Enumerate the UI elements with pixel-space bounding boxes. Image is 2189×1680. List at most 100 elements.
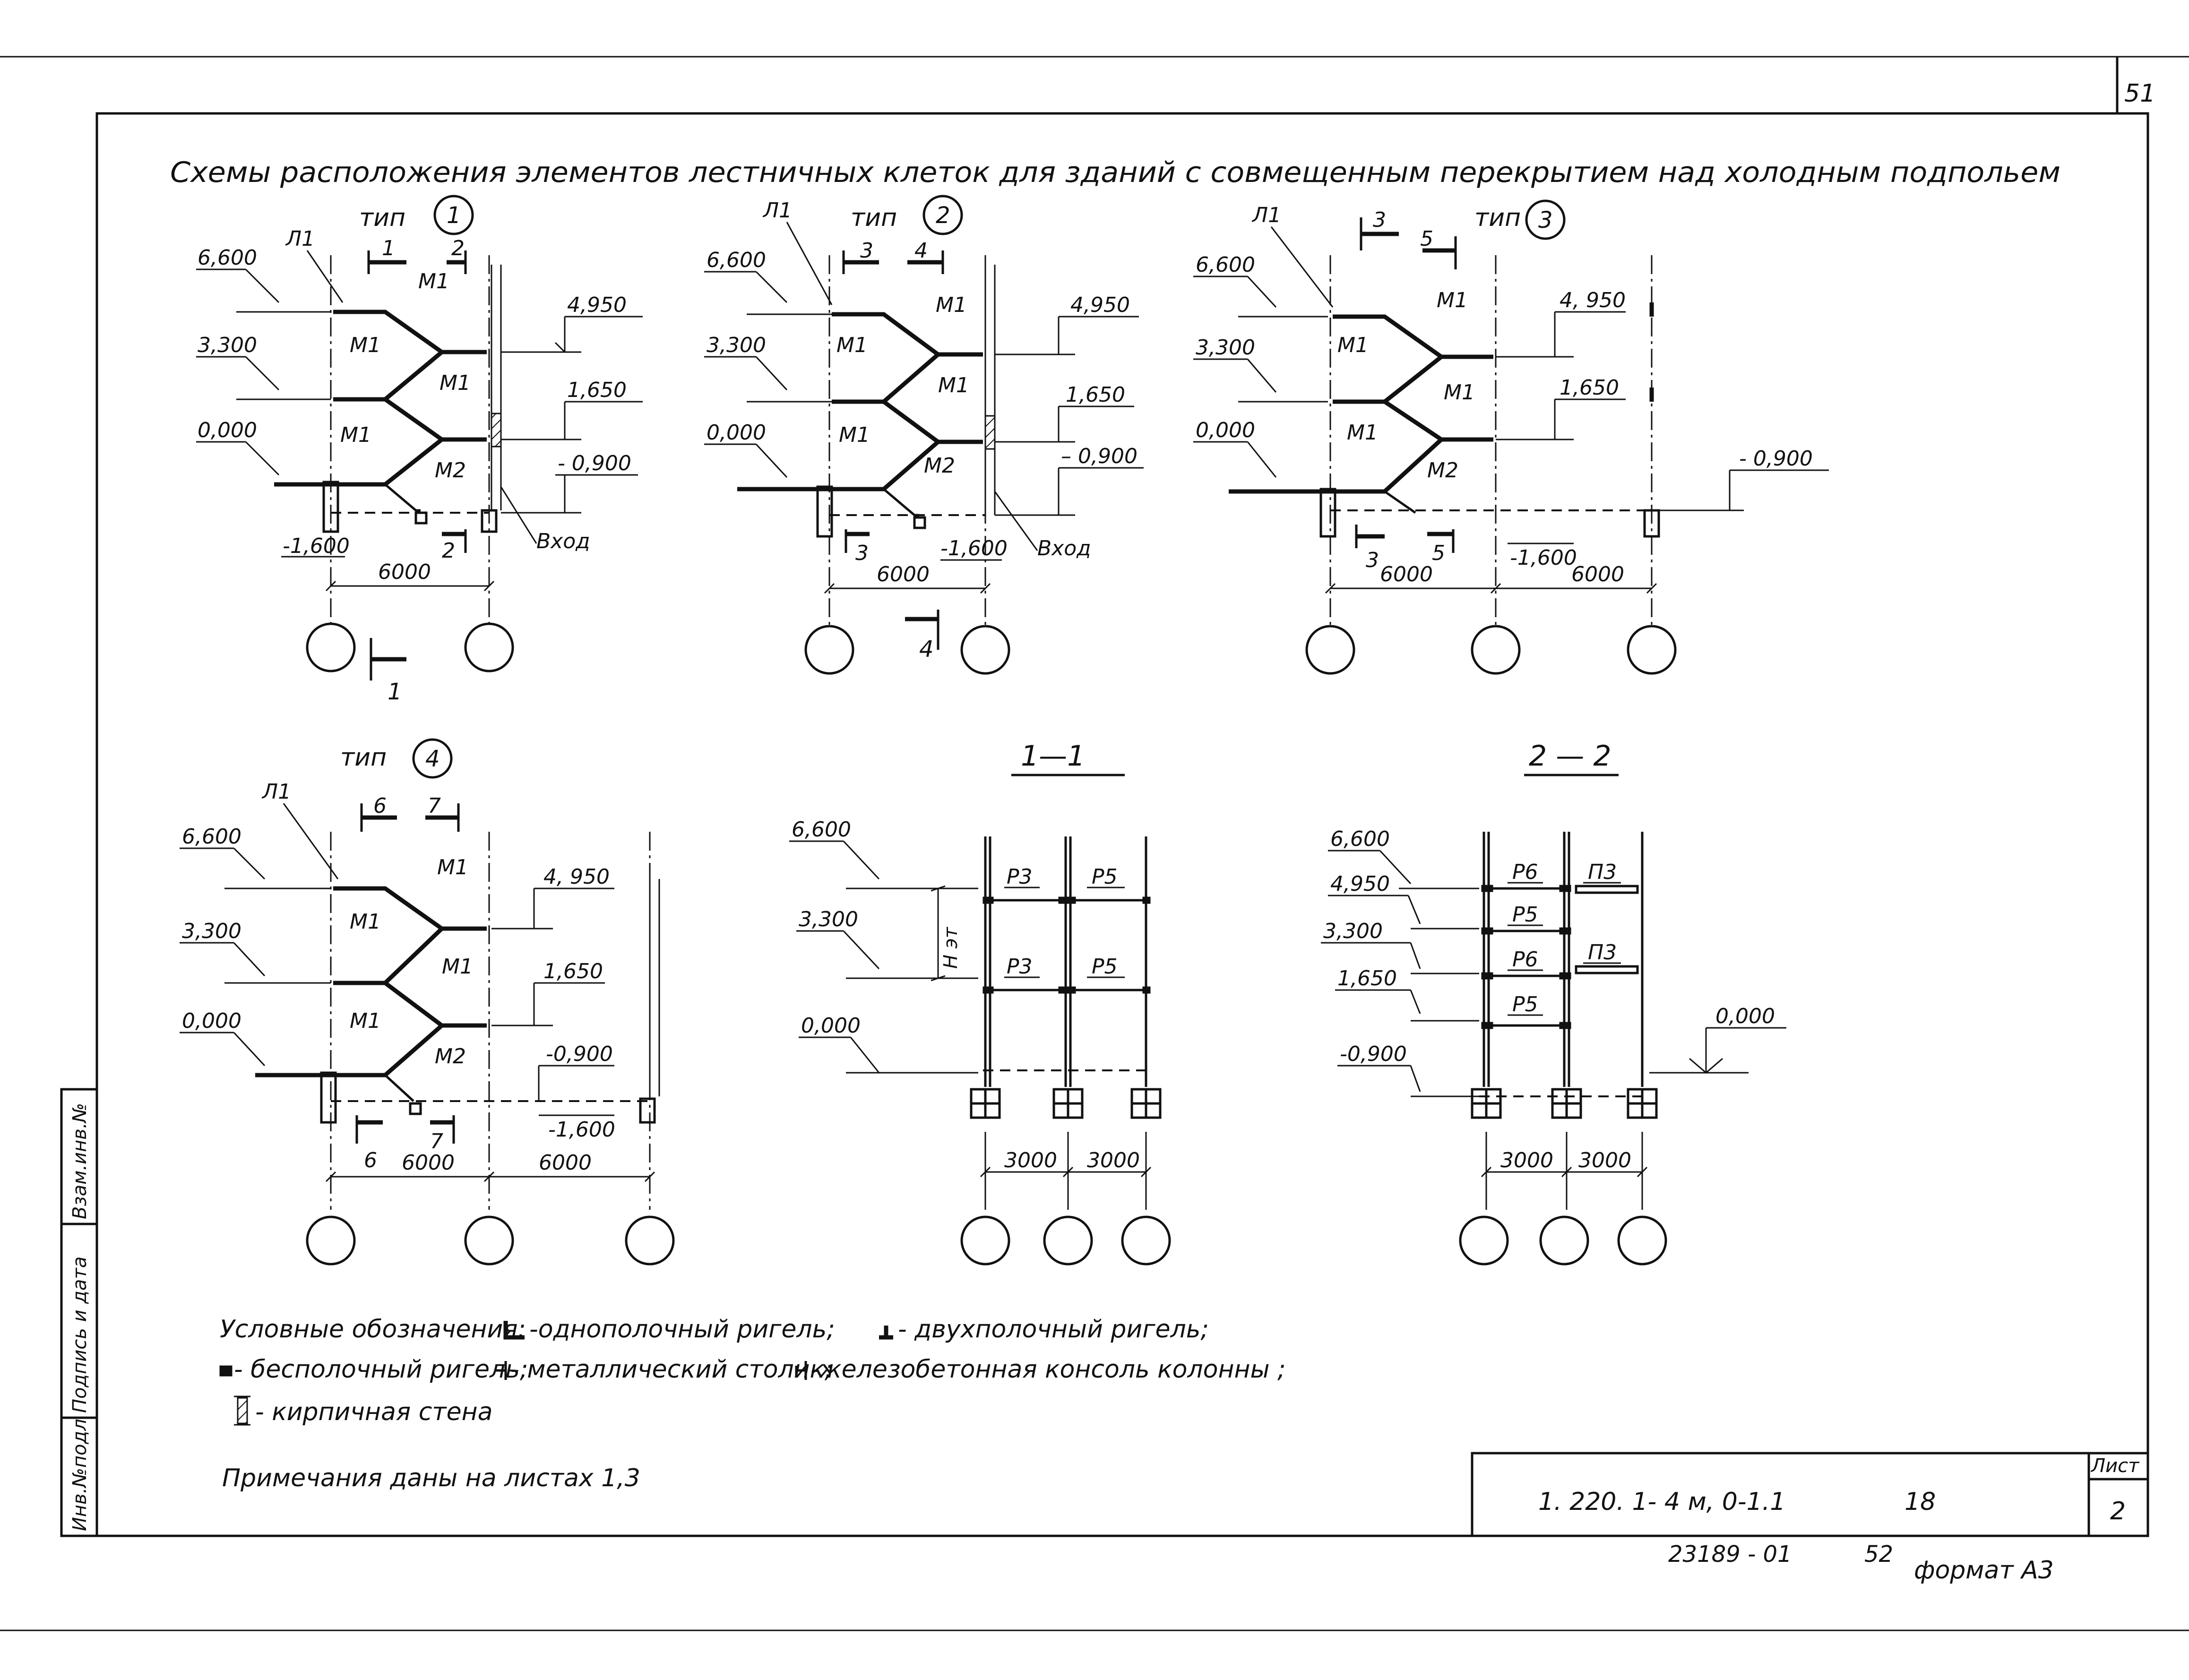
- sheet-label: Лист: [2090, 1455, 2140, 1477]
- s22-dim-3000-b: 3000: [1578, 1148, 1631, 1172]
- t2-label-L1: Л1: [762, 198, 792, 223]
- s11-dim-3000-b: 3000: [1087, 1148, 1140, 1172]
- t3-elev-4950: 4, 950: [1560, 288, 1626, 312]
- s22-elev-0000: 0,000: [1715, 1004, 1775, 1028]
- s11-footing-2: [1052, 1088, 1084, 1119]
- t2-sec3-top: 3: [860, 239, 873, 263]
- t4-elev-0000: 0,000: [182, 1009, 241, 1033]
- label-M1-b: М1: [350, 333, 381, 357]
- t3-dim-6000-a: 6000: [1380, 562, 1433, 586]
- t2-elev-3300: 3,300: [707, 333, 766, 357]
- t4-sec6-bot: 6: [364, 1148, 377, 1172]
- label-L1: Л1: [285, 227, 315, 251]
- t4-label-M1-a: М1: [437, 855, 468, 879]
- archive-number: 23189 - 01: [1668, 1541, 1792, 1568]
- scheme-type-1: тип 1 6,600 3,300 0,000 Л1 М1: [196, 195, 643, 705]
- elev-m0900: - 0,900: [558, 451, 631, 475]
- s22-PI3-top: П3: [1588, 860, 1617, 884]
- t3-elev-6600: 6,600: [1196, 253, 1255, 277]
- format-label: формат А3: [1914, 1556, 2054, 1585]
- t4-label-M1-c: М1: [442, 955, 473, 979]
- type2-number: 2: [936, 202, 950, 229]
- metal-table-icon: [496, 1361, 507, 1380]
- t4-dim-6000-a: 6000: [402, 1151, 455, 1175]
- scheme-type-3: тип 3 6,600 3,300 0,000 Л1 М1 М1 М1 М1: [1193, 199, 1829, 675]
- t2-label-M2: М2: [924, 454, 955, 478]
- t2-dim-6000: 6000: [877, 562, 930, 586]
- console-icon: [795, 1361, 807, 1380]
- s22-P6-bot: Р6: [1512, 948, 1538, 972]
- s11-footing-3: [1130, 1088, 1162, 1119]
- t3-elev-0000: 0,000: [1196, 418, 1255, 442]
- legend-item2: - двухполочный ригель;: [898, 1315, 1209, 1344]
- stamp-inv-orig: Инв.№подл: [69, 1419, 91, 1531]
- s11-dim-3000-a: 3000: [1004, 1148, 1057, 1172]
- s22-footing-3: [1627, 1088, 1658, 1119]
- t4-label-M1-b: М1: [350, 910, 381, 934]
- type4-number: 4: [425, 746, 440, 772]
- t3-label-M2: М2: [1427, 458, 1458, 482]
- t3-dim-6000-b: 6000: [1571, 562, 1624, 586]
- doc-code: 1. 220. 1- 4 м, 0-1.1: [1538, 1488, 1785, 1516]
- t3-label-M1-d: М1: [1347, 421, 1378, 445]
- t3-elev-m1600: -1,600: [1510, 546, 1577, 570]
- type4-marker: [412, 738, 453, 779]
- s22-footing-2: [1551, 1088, 1582, 1119]
- s11-elev-6600: 6,600: [792, 818, 851, 842]
- s22-elev-m0900: -0,900: [1340, 1042, 1407, 1066]
- title-block: 1. 220. 1- 4 м, 0-1.1 18 Лист 2: [1471, 1452, 2149, 1537]
- legend-item6: - кирпичная стена: [255, 1398, 492, 1426]
- stamp-inv-replace: Взам.инв.№: [69, 1103, 91, 1219]
- t4-elev-1650: 1,650: [543, 959, 603, 983]
- doc-number: 18: [1905, 1488, 1936, 1516]
- s22-dim-3000-a: 3000: [1500, 1148, 1553, 1172]
- elev-4950: 4,950: [567, 293, 627, 317]
- t4-elev-6600: 6,600: [182, 825, 241, 849]
- s22-elev-4950: 4,950: [1330, 872, 1390, 896]
- s22-P6-top: Р6: [1512, 860, 1538, 884]
- t3-label-M1-a: М1: [1437, 288, 1468, 312]
- label-M1-a: М1: [418, 269, 449, 293]
- s22-P5-bot: Р5: [1512, 992, 1538, 1017]
- section-11-title: 1—1: [1021, 740, 1085, 773]
- s11-footing-1: [970, 1088, 1001, 1119]
- type3-marker: [1525, 199, 1566, 240]
- t4-label-M1-d: М1: [350, 1009, 381, 1033]
- t3-sec5-bot: 5: [1432, 541, 1445, 565]
- s11-P5-bot: Р5: [1092, 955, 1118, 979]
- t3-elev-3300: 3,300: [1196, 336, 1255, 360]
- sheet-number: 2: [2110, 1497, 2126, 1525]
- t2-elev-6600: 6,600: [707, 248, 766, 272]
- t4-label-M2: М2: [435, 1044, 466, 1068]
- section-22-title: 2 — 2: [1529, 740, 1612, 773]
- elev-m1600: -1,600: [283, 534, 350, 558]
- section-1-1: 1—1 6,600 3,300 0,000 Н эт Р3: [789, 740, 1171, 1266]
- page-number: 51: [2124, 79, 2155, 108]
- double-shelf-girder-icon: [879, 1326, 893, 1340]
- sec2-bot: 2: [442, 539, 455, 563]
- t3-sec5-top: 5: [1420, 227, 1433, 251]
- scheme-type-2: тип 2 6,600 3,300 0,000 Л1 М1 М1 М1 М1: [704, 195, 1144, 675]
- t2-label-entry: Вход: [1037, 536, 1091, 560]
- legend: Условные обозначения: -однополочный риге…: [219, 1315, 1286, 1426]
- type2-marker: [922, 195, 963, 235]
- brick-wall-icon: [234, 1396, 250, 1426]
- legend-item1: -однополочный ригель;: [529, 1315, 835, 1344]
- s11-elev-3300: 3,300: [799, 907, 858, 931]
- s22-elev-6600: 6,600: [1330, 827, 1390, 851]
- sec2-top: 2: [451, 236, 465, 260]
- type3-number: 3: [1538, 207, 1553, 233]
- s11-elev-0000: 0,000: [801, 1014, 861, 1038]
- type1-number: 1: [447, 202, 461, 229]
- t4-sec6-top: 6: [373, 794, 387, 818]
- t4-elev-4950: 4, 950: [543, 865, 610, 889]
- type4-word: тип: [340, 743, 387, 772]
- sec1-top: 1: [382, 236, 395, 260]
- section-2-2: 2 — 2 6,600 4,950 3,300 1,650 -0,900: [1321, 740, 1786, 1266]
- elev-0000: 0,000: [198, 418, 257, 442]
- label-entry: Вход: [536, 529, 590, 553]
- s22-footing-1: [1471, 1088, 1502, 1119]
- s22-P5-top: Р5: [1512, 903, 1538, 927]
- notes: Примечания даны на листах 1,3: [222, 1464, 640, 1492]
